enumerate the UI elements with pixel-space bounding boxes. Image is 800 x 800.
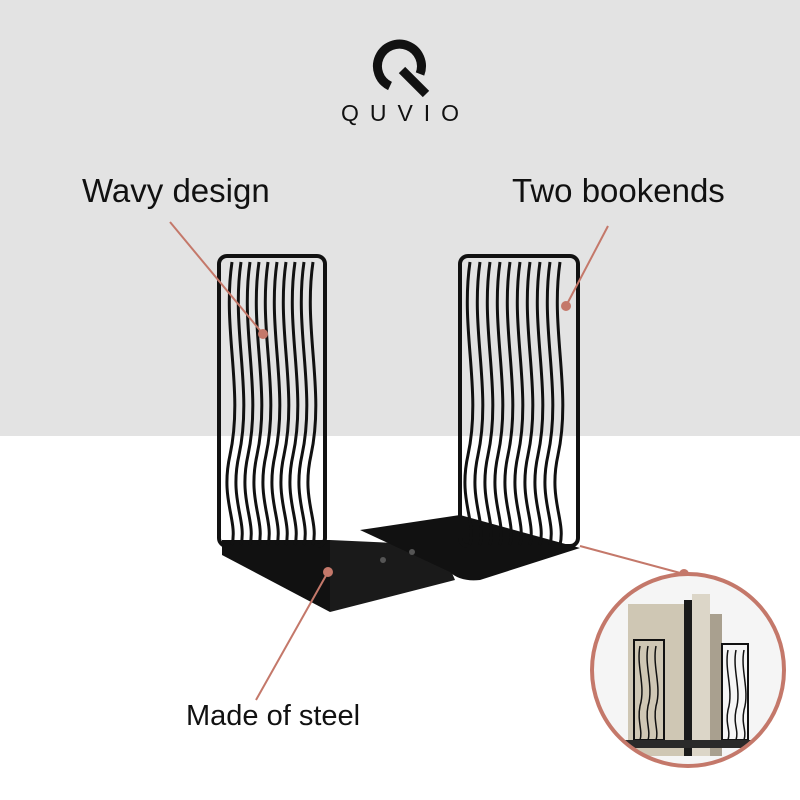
brand-name: QUVIO — [340, 100, 471, 126]
right-bookend — [360, 254, 580, 581]
q-monogram-icon — [373, 39, 430, 98]
left-bookend — [217, 254, 455, 612]
callout-made-of-steel: Made of steel — [186, 700, 361, 732]
callout-wavy-design: Wavy design — [82, 172, 270, 209]
bookends-with-books-photo — [590, 572, 786, 768]
callout-two-bookends: Two bookends — [512, 172, 725, 209]
